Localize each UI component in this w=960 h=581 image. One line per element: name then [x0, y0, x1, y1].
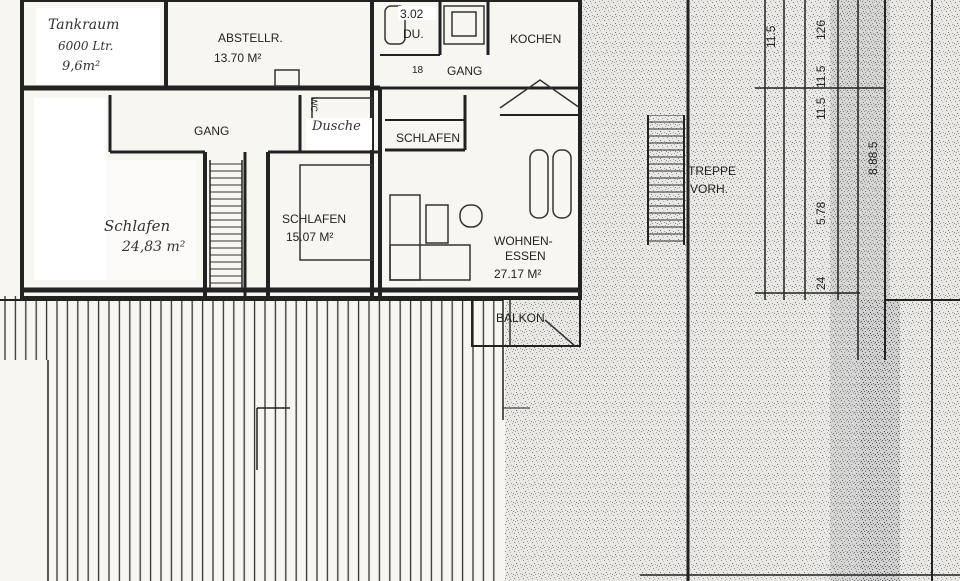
treppe-name-line2: VORH.	[690, 182, 729, 196]
du-area: 3.02	[400, 7, 424, 21]
wohnen-name-line1: WOHNEN-	[494, 234, 553, 248]
du-name: DU.	[403, 27, 424, 41]
dimension-label-3: 11.5	[814, 65, 828, 88]
dimension-label-7: 24	[814, 276, 828, 290]
terrace-deck	[0, 296, 530, 581]
tankraum-name: Tankraum	[48, 17, 120, 33]
walls	[20, 0, 582, 347]
dimension-label-4: 11.5	[814, 97, 828, 120]
staircases	[209, 115, 685, 290]
schlafen-mid-area: 15.07 M²	[286, 230, 334, 244]
tankraum-area: 9,6m²	[62, 59, 101, 74]
dimension-lines	[640, 0, 960, 581]
wohnen-area: 27.17 M²	[494, 267, 542, 281]
abstellraum-name: ABSTELLR.	[218, 31, 283, 45]
gang-left-name: GANG	[194, 124, 230, 138]
treppe-name-line1: TREPPE	[688, 164, 737, 178]
wohnen-name-line2: ESSEN	[505, 249, 546, 263]
dimension-label-6: 5.78	[814, 201, 828, 225]
schlafen-large-area: 24,83 m²	[122, 239, 186, 255]
gang-upper-dimension: 18	[412, 65, 424, 76]
dimension-label-1: 11.5	[764, 25, 778, 48]
balkon-name: BALKON	[496, 311, 545, 325]
dimension-label-5: 8.88.5	[866, 141, 880, 175]
fixtures	[274, 5, 581, 347]
kochen-name: KOCHEN	[510, 32, 562, 46]
whiteout-patches	[34, 6, 436, 280]
tankraum-capacity: 6000 Ltr.	[58, 39, 114, 53]
wc-name: WC	[309, 97, 319, 112]
abstellraum-area: 13.70 M²	[214, 51, 262, 65]
schlafen-mid-name: SCHLAFEN	[282, 212, 347, 226]
dusche-name: Dusche	[312, 119, 361, 134]
dimension-label-2: 126	[814, 19, 828, 40]
schlafen-small-name: SCHLAFEN	[396, 131, 461, 145]
schlafen-large-name: Schlafen	[104, 217, 171, 235]
gang-upper-name: GANG	[447, 64, 483, 78]
